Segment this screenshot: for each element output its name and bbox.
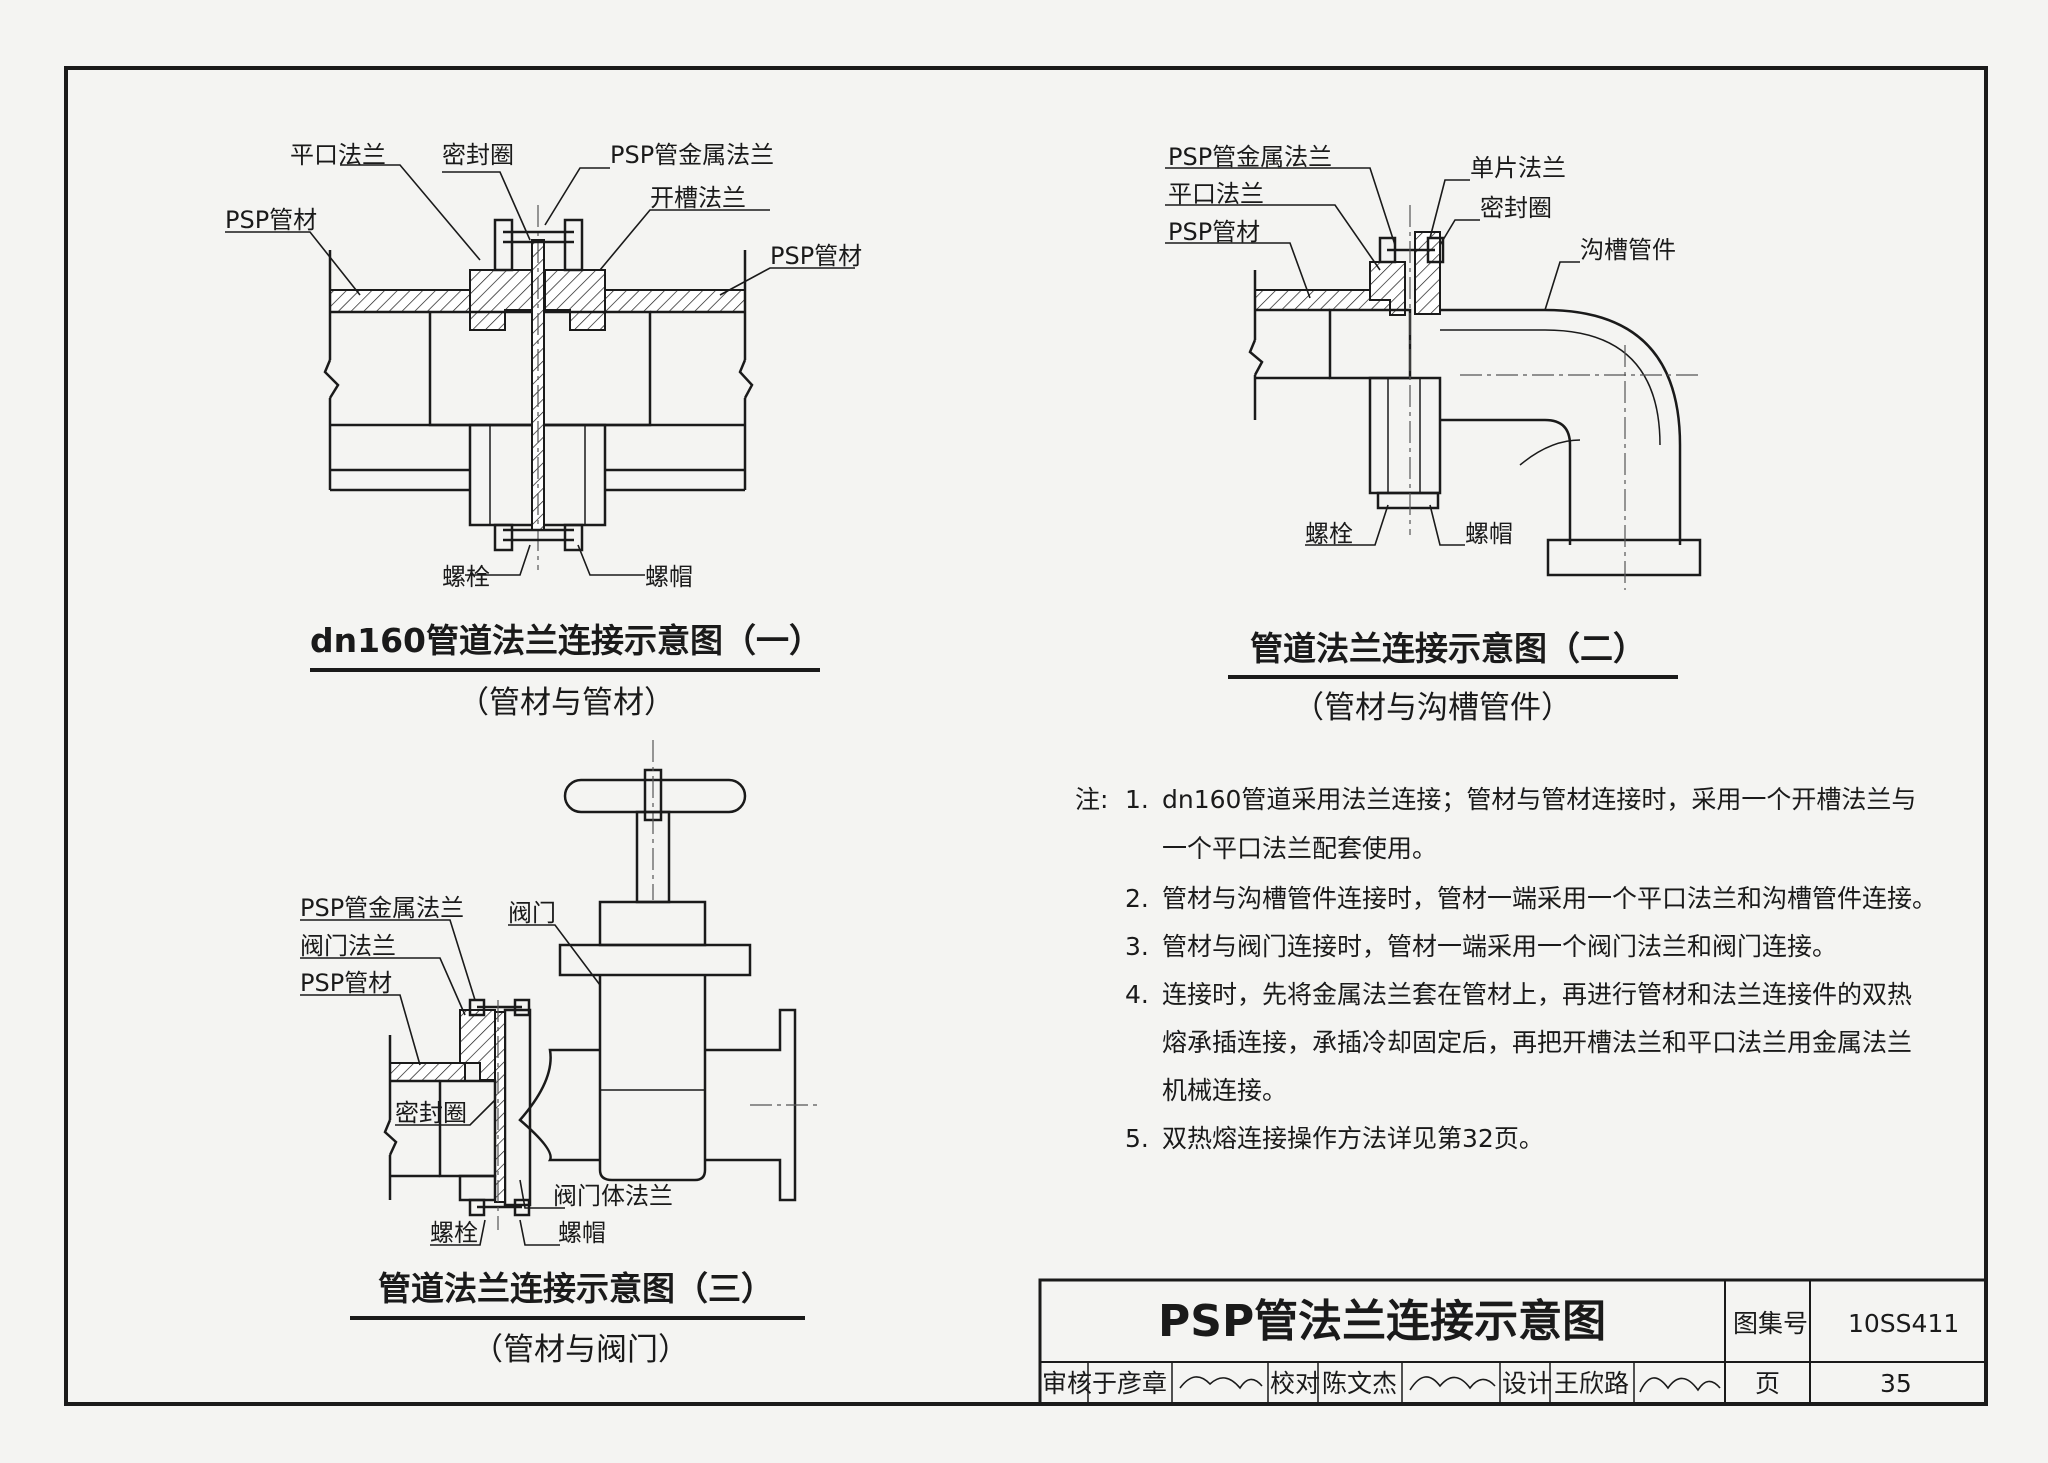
label-psp-pipe: PSP管材 <box>300 969 392 997</box>
title-block: PSP管法兰连接示意图 图集号 10SS411 页 35 审核 于彦章 校对 陈… <box>1038 1278 1988 1406</box>
figure-1-pipe-to-pipe: 平口法兰 密封圈 PSP管金属法兰 开槽法兰 PSP管材 PSP管材 螺栓 螺帽… <box>225 141 862 721</box>
label-psp-pipe-right: PSP管材 <box>770 242 862 270</box>
note-3-num: 3. <box>1125 932 1149 961</box>
note-1-num: 1. <box>1125 785 1149 814</box>
note-1-line-2: 一个平口法兰配套使用。 <box>1162 834 1437 863</box>
bolt-top-left <box>493 218 514 272</box>
figure-3-title: 管道法兰连接示意图（三） <box>378 1269 774 1308</box>
label-bolt: 螺栓 <box>442 563 490 591</box>
pipe-wall-top <box>389 1062 466 1082</box>
valve-body-flange <box>503 1008 532 1207</box>
figure-2-title: 管道法兰连接示意图（二） <box>1250 629 1646 668</box>
elbow-inner <box>1440 418 1572 545</box>
note-2-line-1: 管材与沟槽管件连接时，管材一端采用一个平口法兰和沟槽管件连接。 <box>1162 884 1937 913</box>
label-nut: 螺帽 <box>1465 520 1513 548</box>
label-seal-ring: 密封圈 <box>395 1099 467 1127</box>
label-seal-ring: 密封圈 <box>1480 194 1552 222</box>
designer-name: 王欣路 <box>1554 1369 1629 1398</box>
checker-name: 陈文杰 <box>1322 1369 1397 1398</box>
label-nut: 螺帽 <box>558 1219 606 1247</box>
bolt-bottom-left <box>493 523 514 552</box>
valve-body <box>598 975 707 1182</box>
note-2-num: 2. <box>1125 884 1149 913</box>
drawing-frame <box>64 66 1988 1406</box>
bolt-top-right <box>563 218 584 272</box>
figure-1-title: dn160管道法兰连接示意图（一） <box>310 621 822 660</box>
note-4-line-3: 机械连接。 <box>1162 1076 1287 1105</box>
figure-1-subtitle: （管材与管材） <box>458 685 675 721</box>
label-groove-fitting: 沟槽管件 <box>1580 236 1676 264</box>
flat-flange-section <box>1369 261 1406 316</box>
valve-top-flange <box>558 943 752 977</box>
page-label: 页 <box>1755 1369 1780 1398</box>
bolt-bottom-right <box>563 523 584 552</box>
atlas-number: 10SS411 <box>1848 1309 1959 1338</box>
label-bolt: 螺栓 <box>1305 520 1353 548</box>
design-label: 设计 <box>1502 1369 1552 1398</box>
label-psp-metal-flange: PSP管金属法兰 <box>300 894 464 922</box>
reviewer-signature <box>1179 1376 1263 1390</box>
notes: 注: 1. dn160管道采用法兰连接；管材与管材连接时，采用一个开槽法兰与 一… <box>1075 785 1937 1153</box>
label-valve: 阀门 <box>508 899 556 927</box>
label-seal-ring: 密封圈 <box>442 141 514 169</box>
elbow-outer <box>1440 308 1682 545</box>
label-flat-flange: 平口法兰 <box>290 141 386 169</box>
figure-2-subtitle: （管材与沟槽管件） <box>1293 690 1572 726</box>
flange-lower <box>1368 376 1442 495</box>
note-4-num: 4. <box>1125 980 1149 1009</box>
check-label: 校对 <box>1270 1369 1320 1398</box>
label-psp-metal-flange: PSP管金属法兰 <box>1168 143 1332 171</box>
drawing-title: PSP管法兰连接示意图 <box>1158 1296 1606 1347</box>
label-slotted-flange: 开槽法兰 <box>650 184 746 212</box>
note-4-line-2: 熔承插连接，承插冷却固定后，再把开槽法兰和平口法兰用金属法兰 <box>1162 1028 1912 1057</box>
reviewer-name: 于彦章 <box>1092 1369 1167 1398</box>
label-valve-body-flange: 阀门体法兰 <box>553 1182 673 1210</box>
label-psp-metal-flange: PSP管金属法兰 <box>610 141 774 169</box>
label-flat-flange: 平口法兰 <box>1168 180 1264 208</box>
notes-prefix: 注: <box>1075 785 1108 814</box>
figure-3-subtitle: （管材与阀门） <box>472 1332 689 1368</box>
pipe-body <box>1328 308 1412 380</box>
review-label: 审核 <box>1042 1369 1092 1398</box>
left-pipe-wall-top <box>329 289 476 313</box>
figure-2-pipe-to-groove-fitting: PSP管金属法兰 平口法兰 PSP管材 单片法兰 密封圈 沟槽管件 螺栓 螺帽 … <box>1165 143 1702 726</box>
figure-3-pipe-to-valve: PSP管金属法兰 阀门法兰 PSP管材 阀门 密封圈 阀门体法兰 螺栓 螺帽 管… <box>300 740 820 1368</box>
designer-signature <box>1639 1377 1721 1393</box>
label-single-flange: 单片法兰 <box>1470 154 1566 182</box>
checker-signature <box>1409 1376 1496 1391</box>
note-5-num: 5. <box>1125 1124 1149 1153</box>
label-psp-pipe-left: PSP管材 <box>225 206 317 234</box>
valve-handwheel <box>563 778 747 814</box>
note-3-line-1: 管材与阀门连接时，管材一端采用一个阀门法兰和阀门连接。 <box>1162 932 1837 961</box>
label-psp-pipe: PSP管材 <box>1168 218 1260 246</box>
label-bolt: 螺栓 <box>430 1219 478 1247</box>
seal-ring <box>494 1011 506 1203</box>
label-valve-flange: 阀门法兰 <box>300 932 396 960</box>
label-nut: 螺帽 <box>645 563 693 591</box>
slotted-flange-section <box>544 269 606 331</box>
valve-bonnet <box>598 900 707 947</box>
note-5-line-1: 双热熔连接操作方法详见第32页。 <box>1162 1124 1544 1153</box>
atlas-label: 图集号 <box>1733 1309 1808 1338</box>
note-1-line-1: dn160管道采用法兰连接；管材与管材连接时，采用一个开槽法兰与 <box>1162 785 1916 814</box>
flat-flange-section <box>469 269 536 331</box>
page-number: 35 <box>1880 1369 1912 1398</box>
note-4-line-1: 连接时，先将金属法兰套在管材上，再进行管材和法兰连接件的双热 <box>1162 980 1912 1009</box>
groove-end <box>1546 538 1702 577</box>
